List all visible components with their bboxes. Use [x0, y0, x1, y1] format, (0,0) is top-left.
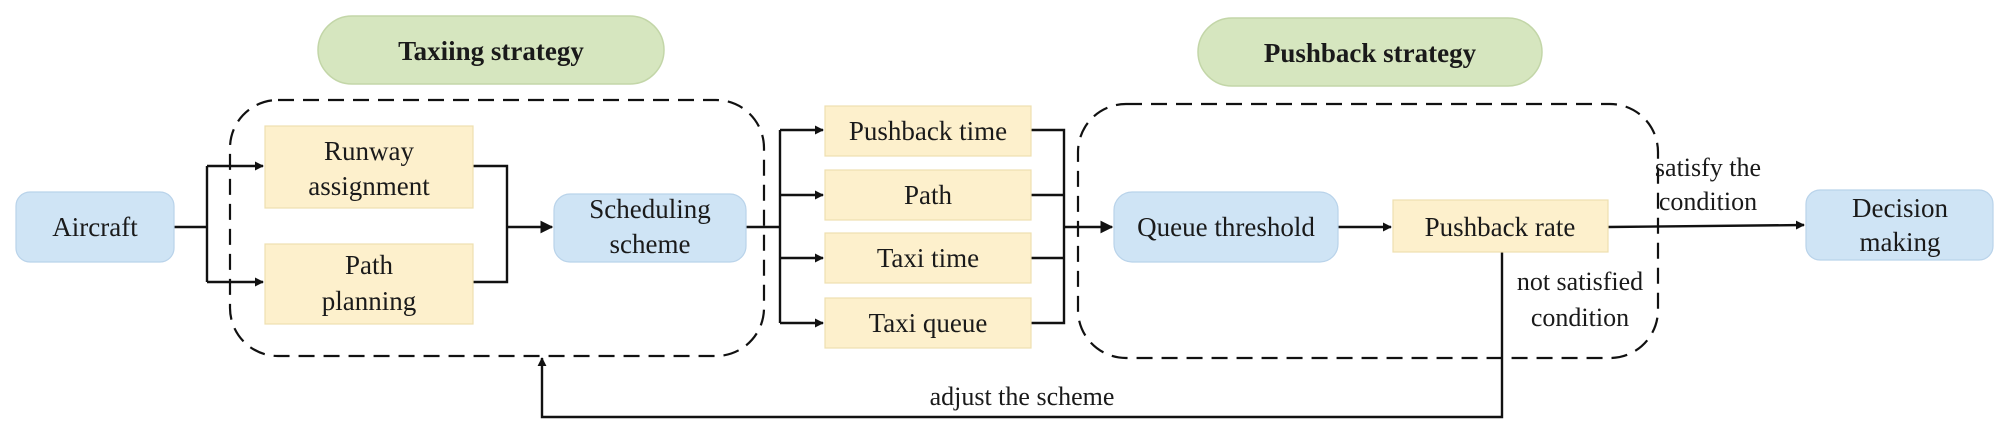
node-taxi-queue: Taxi queue [824, 297, 1032, 349]
node-pushback-time: Pushback time [824, 105, 1032, 157]
node-decision-making: Decision making [1805, 189, 1994, 261]
node-queue-threshold: Queue threshold [1113, 191, 1339, 263]
not-satisfied-condition-label-line1: not satisfied [1517, 267, 1643, 296]
pushback-strategy-group [1076, 102, 1660, 360]
satisfy-condition-label-line2: condition [1659, 187, 1757, 216]
aircraft-label: Aircraft [52, 212, 138, 242]
runway-assignment-label-line2: assignment [308, 171, 430, 201]
connectors [172, 125, 1805, 419]
node-scheduling-scheme: Scheduling scheme [553, 193, 747, 263]
satisfy-condition-label-line1: satisfy the [1655, 153, 1761, 182]
scheduling-scheme-label-line2: scheme [610, 229, 691, 259]
node-path: Path [824, 169, 1032, 221]
node-runway-assignment: Runway assignment [264, 125, 474, 209]
taxi-time-label: Taxi time [877, 243, 979, 273]
node-aircraft: Aircraft [15, 191, 175, 263]
decision-making-label-line2: making [1860, 227, 1941, 257]
path-label: Path [904, 180, 953, 210]
decision-making-label-line1: Decision [1852, 193, 1948, 223]
pushback-strategy-label: Pushback strategy [1264, 38, 1477, 68]
pushback-strategy-title: Pushback strategy [1197, 17, 1543, 87]
node-path-planning: Path planning [264, 243, 474, 325]
scheduling-scheme-label-line1: Scheduling [589, 194, 711, 224]
node-taxi-time: Taxi time [824, 232, 1032, 284]
taxiing-strategy-label: Taxiing strategy [398, 36, 584, 66]
queue-threshold-label: Queue threshold [1137, 212, 1315, 242]
pushback-time-label: Pushback time [849, 116, 1007, 146]
adjust-scheme-label: adjust the scheme [930, 382, 1115, 411]
taxi-queue-label: Taxi queue [869, 308, 988, 338]
path-planning-label-line1: Path [345, 250, 394, 280]
path-planning-label-line2: planning [322, 286, 417, 316]
taxiing-strategy-title: Taxiing strategy [317, 15, 665, 85]
node-pushback-rate: Pushback rate [1392, 199, 1609, 253]
not-satisfied-condition-label-line2: condition [1531, 303, 1629, 332]
pushback-rate-label: Pushback rate [1425, 212, 1576, 242]
runway-assignment-label-line1: Runway [324, 136, 414, 166]
